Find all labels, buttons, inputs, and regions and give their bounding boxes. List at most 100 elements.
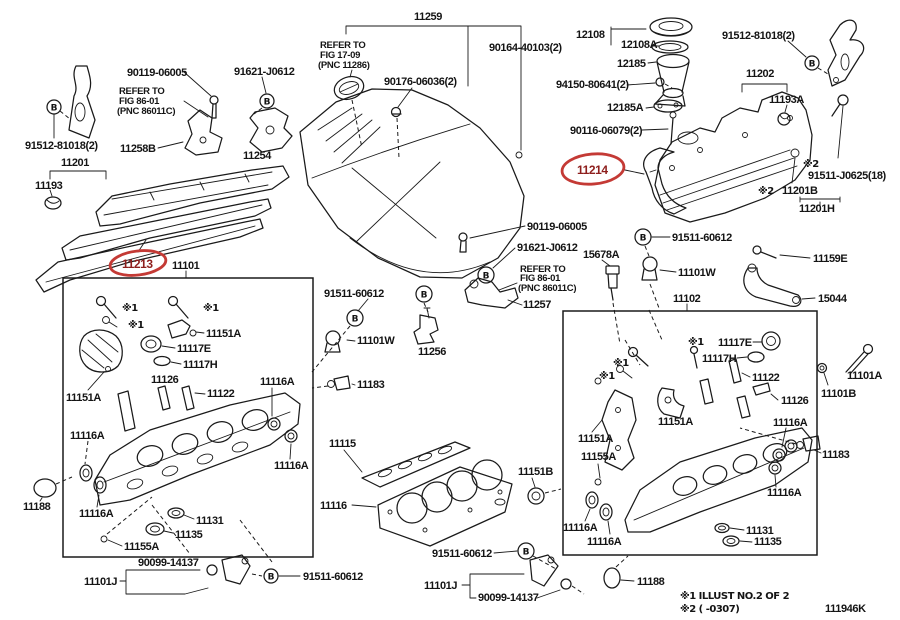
bolt-11101A [845, 343, 874, 375]
label-91621-J0612-center: 91621-J0612 [517, 242, 578, 254]
seal-11131-right [714, 522, 745, 534]
label-11116A: 11116A [260, 376, 295, 388]
b-callout-7: B [634, 228, 671, 257]
gasket-11214-drawing [643, 147, 687, 215]
seal-11135-left [145, 522, 174, 536]
label-11151A: 11151A [658, 416, 693, 428]
b-label: B [268, 573, 275, 583]
b-label: B [809, 60, 816, 70]
label-91511-J0625: 91511-J0625(18) [808, 170, 887, 182]
label-star1: ※1 [688, 336, 704, 348]
label-11101W-left: 11101W [357, 335, 395, 347]
b-label: B [352, 315, 359, 325]
right-head-box [562, 310, 818, 556]
bracket-91512-left [53, 65, 96, 139]
highlight-circle-11214 [560, 152, 626, 186]
label-90099-14137-left: 90099-14137 [138, 557, 199, 569]
label-91512-81018-left: 91512-81018(2) [25, 140, 98, 152]
label-11188-center: 11188 [637, 576, 665, 588]
refer-line2: FIG 17-09 [320, 50, 360, 61]
label-11126: 11126 [151, 374, 179, 386]
label-star1: ※1 [613, 357, 629, 369]
label-11101: 11101 [172, 260, 200, 272]
sensor-11101J-left [119, 554, 263, 595]
label-91621-J0612-left: 91621-J0612 [234, 66, 295, 78]
b-label: B [640, 234, 647, 244]
cap-11117E-right-box [752, 331, 781, 351]
plug-11188-left [33, 476, 73, 502]
gasket-upper-drawing [61, 198, 272, 261]
label-11116A: 11116A [773, 417, 808, 429]
highlight-circle-11213 [108, 249, 168, 277]
b-label: B [51, 104, 58, 114]
leader-91512-right [787, 40, 807, 58]
label-11259: 11259 [414, 11, 442, 23]
label-11131: 11131 [196, 515, 224, 527]
label-11116A: 11116A [274, 460, 309, 472]
filler-tube-12185 [647, 53, 690, 107]
gasket-11213-drawing [35, 218, 264, 293]
label-11126: 11126 [781, 395, 809, 407]
bracket-11254 [249, 76, 293, 153]
label-11159E: 11159E [813, 253, 847, 265]
b-callout-8: B [804, 55, 829, 75]
bracket-11258B [157, 109, 223, 156]
b-callout-6: B [493, 542, 557, 570]
label-11117H: 11117H [702, 353, 737, 365]
b-callout-2: B [259, 93, 275, 109]
label-11135: 11135 [754, 536, 782, 548]
label-94150-80641: 94150-80641(2) [556, 79, 629, 91]
thermostat-housing-left-box [79, 329, 123, 391]
pipe-15044 [743, 263, 816, 307]
label-91511-60612-bottomleft: 91511-60612 [303, 571, 363, 583]
cap-11117E-left-box [140, 335, 176, 353]
b-callout-3: B [477, 266, 495, 284]
label-12108A: 12108A [621, 39, 658, 51]
refer-note-fig17: REFER TO FIG 17-09 (PNC 11286) [318, 40, 370, 78]
refer-line3: (PNC 86011C) [117, 106, 175, 117]
label-12108: 12108 [576, 29, 605, 41]
leader-11214 [624, 169, 645, 175]
plug-11183-left [311, 375, 356, 391]
refer-line1: REFER TO [119, 86, 164, 97]
gasket-12108A [651, 40, 689, 54]
label-90176-06036: 90176-06036(2) [384, 76, 457, 88]
label-11101J-left: 11101J [84, 576, 117, 588]
leader-91621-center [492, 247, 516, 269]
bracket-hook-right [827, 19, 865, 87]
leader-11116A [289, 443, 292, 460]
label-11151A: 11151A [206, 328, 241, 340]
label-11193: 11193 [35, 180, 63, 192]
refer-line2: FIG 86-01 [520, 273, 561, 284]
part-11151A-center-right-box [657, 387, 685, 419]
oil-cap-12108 [649, 17, 693, 37]
label-11101B: 11101B [821, 388, 856, 400]
label-91511-60612-right: 91511-60612 [672, 232, 732, 244]
b-callout-1: B [46, 99, 62, 115]
label-90164-40103: 90164-40103(2) [489, 42, 562, 54]
label-11151A-left: 11151A [66, 392, 101, 404]
valve-guides-left-box [117, 385, 206, 432]
label-11101W-right: 11101W [678, 267, 716, 279]
injector-11101J-center [461, 554, 585, 599]
b-callout-9: B [263, 568, 301, 584]
refer-line2: FIG 86-01 [119, 96, 160, 107]
plug-11188-center [603, 555, 635, 589]
bolt-90119-center [458, 225, 526, 253]
valve-cover-11201-drawing [95, 165, 290, 227]
label-11201B: 11201B [782, 185, 818, 197]
label-91511-60612-midleft: 91511-60612 [324, 288, 384, 300]
label-90119-06005-center: 90119-06005 [527, 221, 587, 233]
bracket-11202 [741, 83, 788, 93]
head-gasket-11116-drawing [351, 459, 513, 547]
label-11254: 11254 [243, 150, 272, 162]
label-11256: 11256 [418, 346, 446, 358]
label-12185A: 12185A [607, 102, 644, 114]
bracket-11256 [413, 307, 439, 345]
label-star1: ※1 [122, 302, 138, 314]
engine-cover-drawing [299, 88, 525, 279]
label-star2-b: ※2 [758, 185, 774, 197]
label-star1: ※1 [128, 319, 144, 331]
